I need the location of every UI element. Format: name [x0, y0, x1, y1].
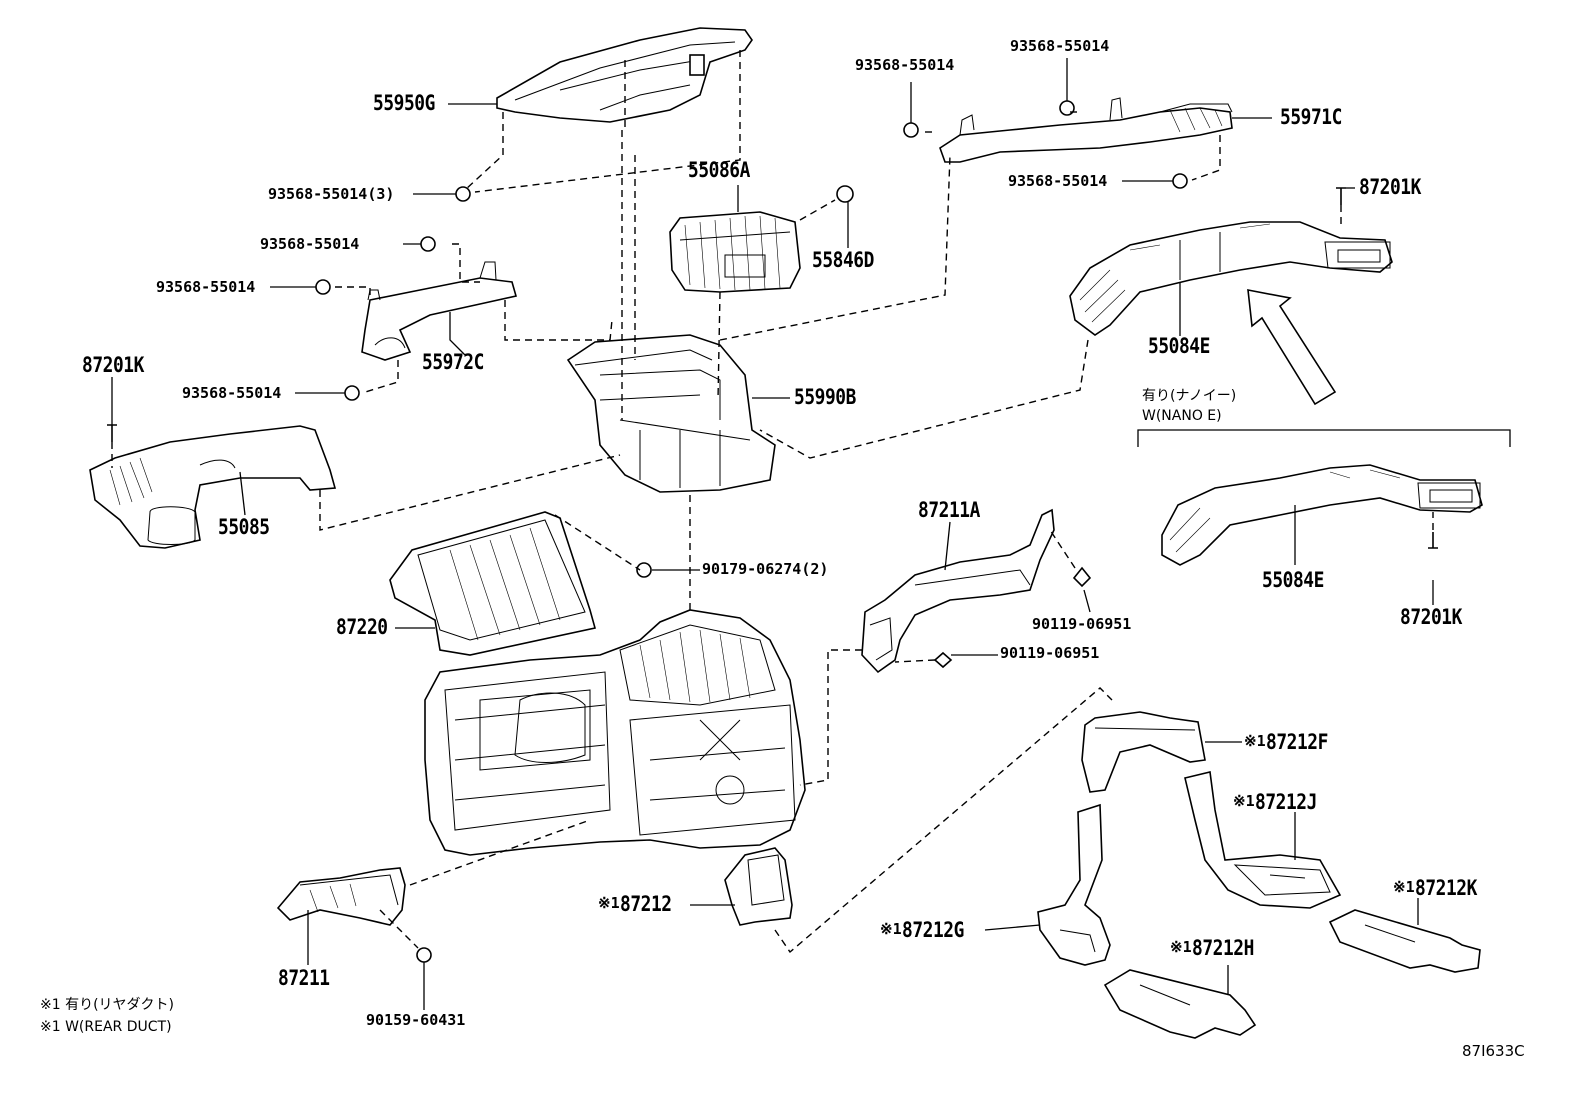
label-87212H: 87212H [1192, 936, 1254, 960]
label-55084E-top: 55084E [1148, 334, 1210, 358]
part-55085-drawing [89, 425, 337, 549]
label-fastener-93568-c: 93568-55014 [182, 384, 282, 402]
ref-mark-87212H: ※1 [1170, 938, 1192, 956]
label-fastener-90179-06274: 90179-06274(2) [702, 560, 829, 578]
part-87212J-drawing [1184, 771, 1342, 909]
label-55972C: 55972C [422, 350, 484, 374]
footnote-jp: ※1 有り(リヤダクト) [40, 997, 175, 1013]
label-87212: 87212 [620, 892, 672, 916]
label-fastener-93568-f: 93568-55014 [1008, 172, 1108, 190]
part-55972C-drawing [361, 261, 518, 361]
label-fastener-90119-b: 90119-06951 [1000, 644, 1100, 662]
part-55084E-bottom-drawing [1161, 464, 1483, 566]
ref-mark-87212F: ※1 [1244, 732, 1266, 750]
label-55084E-bottom: 55084E [1262, 568, 1324, 592]
fastener-symbols [107, 100, 1438, 963]
ref-mark-87212: ※1 [598, 894, 620, 912]
option-label-en: W(NANO E) [1142, 408, 1222, 424]
option-label-jp: 有り(ナノイー) [1142, 388, 1237, 404]
label-87201K-left: 87201K [82, 353, 144, 377]
label-55846D: 55846D [812, 248, 874, 272]
label-55971C: 55971C [1280, 105, 1342, 129]
label-87211: 87211 [278, 966, 330, 990]
footnote-en: ※1 W(REAR DUCT) [40, 1019, 172, 1035]
part-87212G-drawing [1037, 803, 1111, 966]
hvac-unit-drawing [424, 609, 806, 856]
label-87212F: 87212F [1266, 730, 1328, 754]
label-fastener-93568-b: 93568-55014 [156, 278, 256, 296]
part-87212K-drawing [1328, 909, 1481, 973]
assembly-lines [111, 50, 1434, 954]
label-fastener-93568-a: 93568-55014 [260, 235, 360, 253]
label-fastener-90159-60431: 90159-60431 [366, 1011, 466, 1029]
direction-arrow [1247, 289, 1337, 406]
part-87211A-drawing [861, 508, 1055, 674]
ref-mark-87212G: ※1 [880, 920, 902, 938]
part-87212H-drawing [1103, 969, 1257, 1039]
ref-mark-87212K: ※1 [1393, 878, 1415, 896]
label-87201K-bottomright: 87201K [1400, 605, 1462, 629]
part-55971C-drawing [939, 97, 1233, 163]
label-55086A: 55086A [688, 158, 750, 182]
ref-mark-87212J: ※1 [1233, 792, 1255, 810]
label-55990B: 55990B [794, 385, 856, 409]
label-fastener-90119-a: 90119-06951 [1032, 615, 1132, 633]
leader-lines [111, 58, 1434, 1010]
label-55085: 55085 [218, 515, 270, 539]
diagram-code: 87I633C [1462, 1042, 1525, 1060]
part-87212F-drawing [1081, 711, 1206, 793]
label-55950G: 55950G [373, 91, 435, 115]
part-55990B-drawing [566, 334, 776, 493]
label-87212J: 87212J [1255, 790, 1317, 814]
label-87220: 87220 [336, 615, 388, 639]
label-87212G: 87212G [902, 918, 964, 942]
part-55084E-top-drawing [1069, 221, 1393, 336]
part-87220-drawing [389, 511, 596, 656]
label-fastener-93568-55014-3: 93568-55014(3) [268, 185, 395, 203]
part-55086A-drawing [669, 185, 854, 293]
label-87211A: 87211A [918, 498, 980, 522]
label-fastener-93568-d: 93568-55014 [855, 56, 955, 74]
label-fastener-93568-e: 93568-55014 [1010, 37, 1110, 55]
option-bracket [1137, 429, 1511, 447]
part-87211-drawing [276, 867, 406, 926]
part-87212-drawing [724, 847, 793, 926]
label-87201K-topright: 87201K [1359, 175, 1421, 199]
label-87212K: 87212K [1415, 876, 1477, 900]
